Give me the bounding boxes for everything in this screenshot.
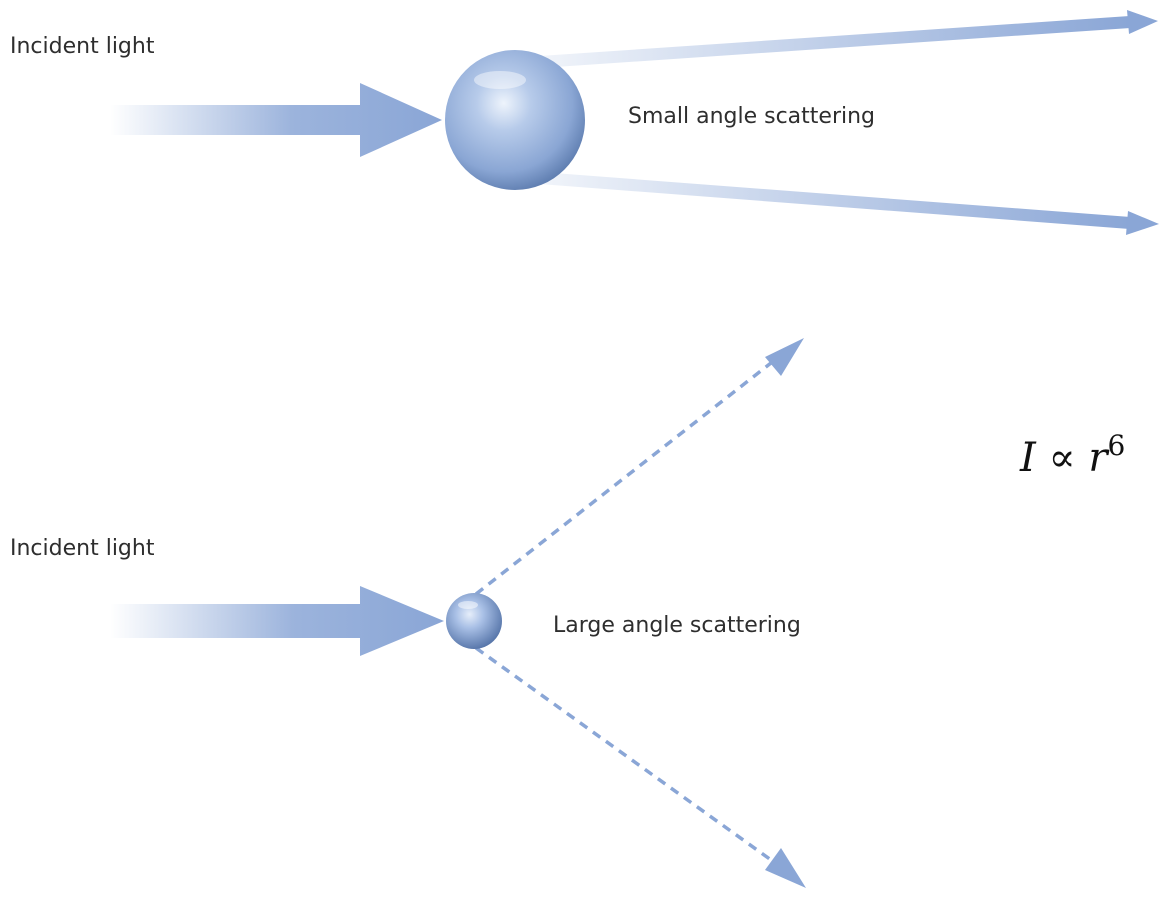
small-angle-scattering-label: Small angle scattering <box>628 104 876 129</box>
formula-proportional-symbol: ∝ <box>1048 435 1076 481</box>
top-incident-light-label: Incident light <box>10 34 155 59</box>
bottom-upper-dashed-ray <box>474 338 804 596</box>
formula-radius-symbol: r <box>1088 435 1108 481</box>
formula-intensity-symbol: I <box>1020 435 1036 481</box>
large-particle-sphere <box>445 50 585 190</box>
top-lower-scatter-ray <box>539 172 1159 235</box>
top-incident-arrow <box>110 83 442 157</box>
formula-exponent: 6 <box>1107 429 1126 462</box>
top-upper-scatter-ray <box>539 10 1158 68</box>
bottom-lower-dashed-ray <box>474 646 806 888</box>
large-angle-scattering-label: Large angle scattering <box>553 613 801 638</box>
small-particle-sphere <box>446 593 502 649</box>
intensity-formula: I ∝ r6 <box>1020 432 1125 481</box>
bottom-incident-light-label: Incident light <box>10 536 155 561</box>
bottom-incident-arrow <box>110 586 444 656</box>
